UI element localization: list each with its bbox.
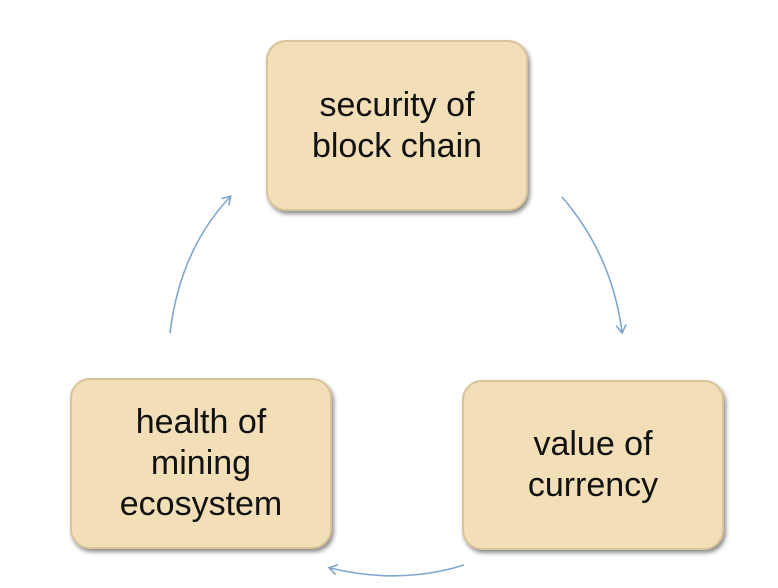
arrow-health-to-security: [169, 195, 232, 334]
node-label: value of currency: [527, 425, 659, 504]
node-value-of-currency: value of currency: [462, 380, 724, 550]
arrow-security-to-value: [561, 196, 627, 335]
node-label: health of mining ecosystem: [119, 403, 283, 523]
node-health-of-mining-ecosystem: health of mining ecosystem: [70, 378, 332, 549]
node-label: security of block chain: [311, 85, 483, 165]
node-security-of-block-chain: security of block chain: [266, 40, 528, 211]
arrow-value-to-health: [327, 564, 465, 577]
